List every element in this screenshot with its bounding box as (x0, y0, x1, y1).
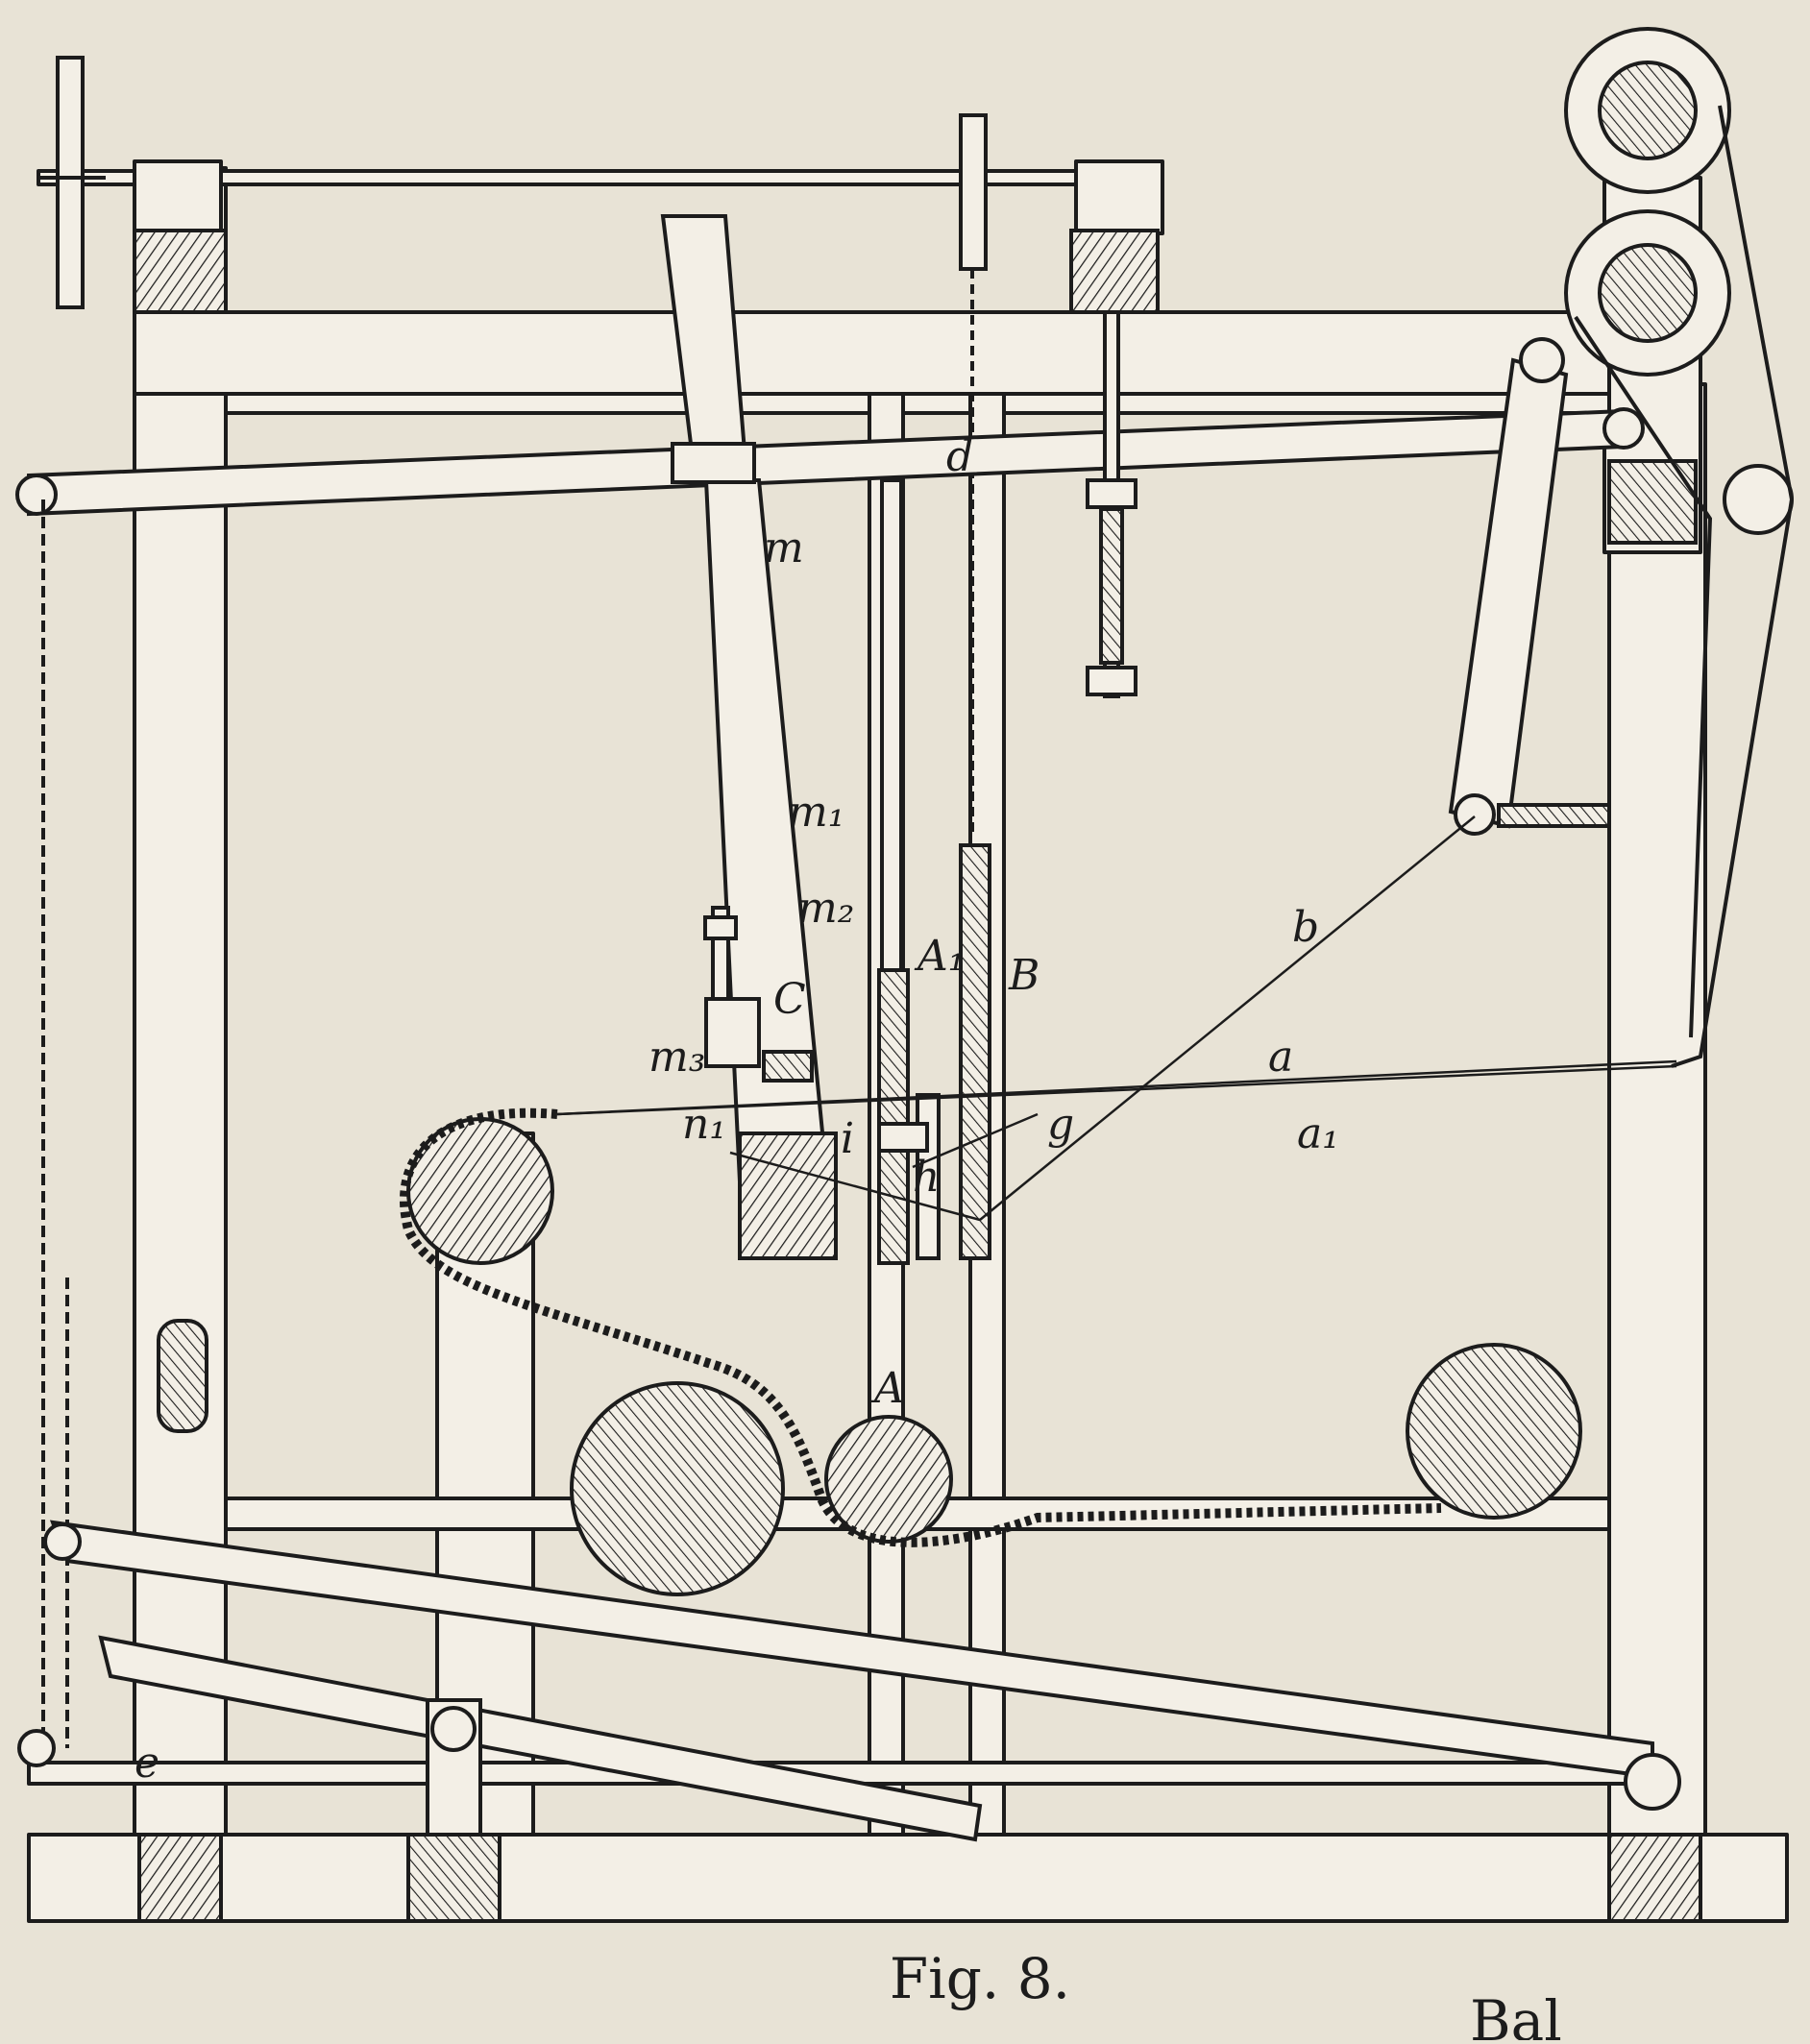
label-m: m (764, 523, 804, 572)
upper-crossbar (224, 392, 1611, 415)
thread-low (729, 1151, 981, 1222)
left-post (133, 166, 228, 1875)
cloth-beam (1406, 1343, 1582, 1520)
lower-reel-core (1598, 243, 1698, 343)
upper-reel-core (1598, 61, 1698, 160)
right-post (1607, 382, 1707, 1875)
left-bottom-pin (17, 1729, 56, 1767)
label-C: C (773, 975, 806, 1024)
cloth-web (400, 1107, 1442, 1547)
top-lever-d (27, 408, 1626, 517)
right-eye-pulley (1723, 464, 1794, 535)
label-m3: m₃ (648, 1033, 705, 1082)
base-sill (27, 1833, 1789, 1923)
thread-b (979, 815, 1476, 1221)
batten-weight (738, 1132, 838, 1260)
label-i: i (841, 1114, 854, 1163)
treadle-left-pin (43, 1522, 82, 1561)
top-lever-right-pin (1602, 407, 1645, 450)
center-pulley (959, 113, 988, 271)
label-d: d (946, 432, 973, 481)
label-g: g (1047, 1100, 1074, 1149)
thread-g (912, 1112, 1039, 1169)
label-m2: m₂ (797, 884, 854, 933)
wood-block-right-mid (1607, 459, 1698, 545)
treadle-right-pin (1624, 1753, 1681, 1811)
left-bearing (133, 159, 223, 235)
right-bearing (1074, 159, 1164, 235)
right-belt (1671, 105, 1795, 1068)
wood-block-base-mid (406, 1833, 501, 1923)
upper-treadle (49, 1520, 1654, 1780)
lower-treadle (98, 1635, 983, 1842)
figure-caption: Fig. 8. (890, 1946, 1070, 2011)
label-a1: a₁ (1297, 1109, 1339, 1158)
heddle-A1 (877, 968, 910, 1265)
label-e: e (135, 1739, 159, 1788)
label-m1: m₁ (788, 788, 844, 837)
wood-block-base-left (137, 1833, 223, 1923)
adjust-nut-top (703, 915, 738, 940)
label-h: h (913, 1153, 940, 1202)
rod-nut-lower (1086, 666, 1137, 696)
wood-block-top-left (133, 229, 228, 314)
wood-block-top-right (1069, 229, 1160, 314)
adjust-block-m3 (704, 997, 761, 1068)
label-a: a (1268, 1033, 1293, 1082)
large-roller (570, 1381, 785, 1596)
label-B: B (1008, 951, 1040, 1000)
left-pulley (56, 56, 85, 309)
rod-thread (1099, 507, 1124, 665)
bracket-i (877, 1122, 929, 1153)
small-block-left (157, 1319, 208, 1433)
label-b: b (1292, 903, 1319, 952)
label-n1: n₁ (682, 1100, 726, 1149)
batten-block-C (762, 1050, 814, 1083)
heddle-B (959, 843, 991, 1260)
label-A1: A₁ (914, 932, 965, 981)
treadle-fulcrum-pin (430, 1706, 477, 1752)
label-A: A (870, 1364, 905, 1413)
right-belt-inner (1574, 315, 1713, 1038)
rocker-spring (1497, 803, 1611, 828)
front-roller (406, 1117, 554, 1265)
rocker-top-pin (1519, 337, 1565, 383)
top-lever-left-pin (15, 474, 58, 516)
corner-text: Bal (1470, 1988, 1562, 2040)
thread-a1 (556, 1064, 1677, 1116)
top-beam (133, 310, 1611, 396)
label-group: d m m₁ m₂ m₃ C A₁ B b a g a₁ i h n₁ A e (135, 432, 1339, 1788)
batten-head (671, 442, 756, 484)
small-roller (824, 1415, 953, 1544)
rod-A-upper (880, 478, 903, 1010)
rod-nut-upper (1086, 478, 1137, 509)
wood-block-base-right (1607, 1833, 1702, 1923)
